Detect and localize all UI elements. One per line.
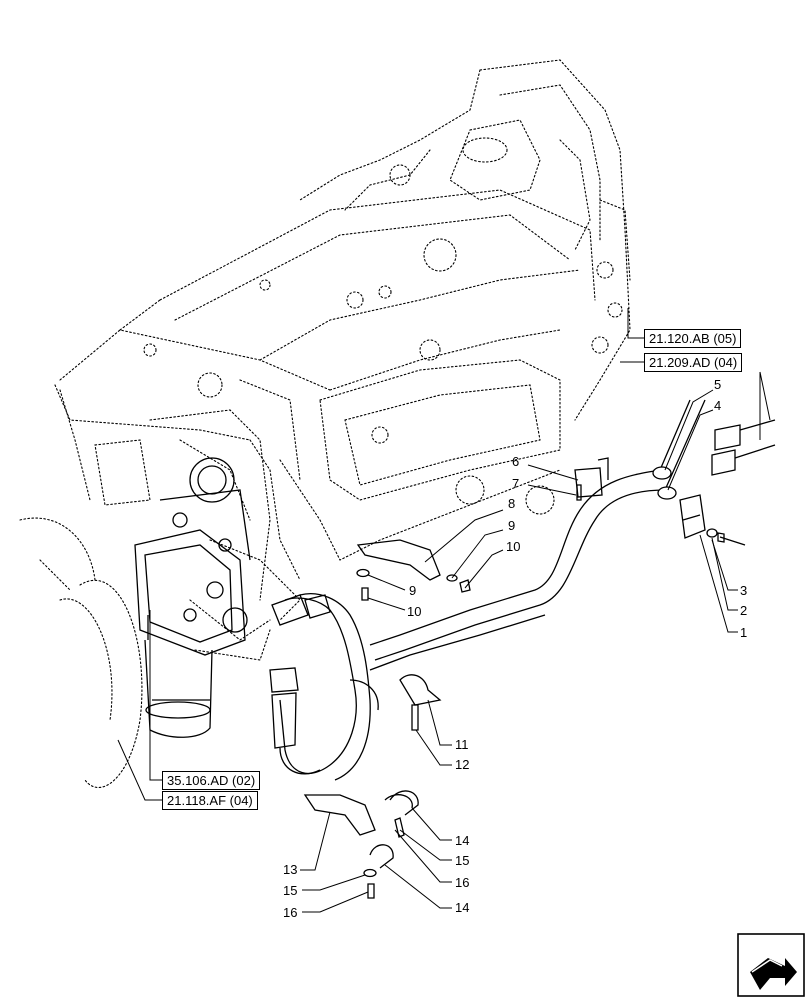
reference-35-106-ad[interactable]: 35.106.AD (02) — [162, 771, 261, 790]
callout-9: 9 — [409, 583, 416, 598]
callout-11: 11 — [455, 737, 469, 752]
callout-10: 10 — [506, 539, 520, 554]
callout-numbers: 5 4 6 7 8 9 10 9 10 3 2 1 11 12 14 15 16… — [283, 377, 747, 920]
callout-4: 4 — [714, 398, 721, 413]
hydraulic-pipes — [269, 399, 776, 781]
callout-6: 6 — [512, 454, 519, 469]
brackets-and-hardware — [303, 457, 746, 899]
callout-15: 15 — [455, 853, 469, 868]
pump-filter-assembly — [134, 457, 251, 738]
reference-21-118-af[interactable]: 21.118.AF (04) — [162, 791, 258, 810]
callout-7: 7 — [512, 476, 519, 491]
callout-8: 8 — [508, 496, 515, 511]
callout-16: 16 — [283, 905, 297, 920]
transmission-housing — [19, 59, 631, 789]
callout-16: 16 — [455, 875, 469, 890]
callout-13: 13 — [283, 862, 297, 877]
callout-10: 10 — [407, 604, 421, 619]
callout-12: 12 — [455, 757, 469, 772]
callout-1: 1 — [740, 625, 747, 640]
arrow-navigation-icon[interactable] — [737, 933, 805, 997]
reference-21-120-ab[interactable]: 21.120.AB (05) — [644, 329, 742, 348]
callout-14: 14 — [455, 833, 469, 848]
callout-2: 2 — [740, 603, 747, 618]
callout-5: 5 — [714, 377, 721, 392]
callout-9: 9 — [508, 518, 515, 533]
callout-15: 15 — [283, 883, 297, 898]
leader-lines — [117, 308, 771, 913]
reference-21-209-ad[interactable]: 21.209.AD (04) — [644, 353, 743, 372]
callout-3: 3 — [740, 583, 747, 598]
callout-14: 14 — [455, 900, 469, 915]
